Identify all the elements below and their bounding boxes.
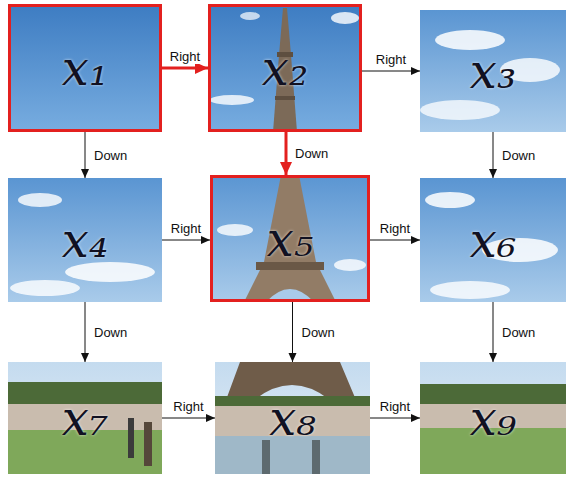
move-label: Down [92,148,129,163]
tower-middle-photo [210,175,370,302]
tile-variable: x₅ [267,215,313,263]
step-arrow [370,240,420,241]
image-tile: x₂ [208,4,362,132]
tile-variable: x₉ [470,394,516,442]
image-tile: x₉ [420,362,566,474]
tile-variable: x₆ [470,216,516,264]
move-label: Right [378,221,412,236]
sky-photo [8,4,162,132]
image-tile: x₃ [420,10,566,132]
cloud-photo [420,178,566,302]
image-tile: x₅ [210,175,370,302]
cloud-photo [8,178,162,302]
tile-variable: x₃ [470,47,516,95]
step-arrow [370,418,420,419]
park-photo [8,362,162,474]
step-arrow [162,418,215,419]
move-label: Down [92,325,129,340]
tile-variable: x₄ [62,216,108,264]
move-label: Right [171,399,205,414]
tile-variable: x₂ [262,44,308,92]
step-arrow [493,132,494,178]
step-arrow [362,71,420,72]
step-arrow [292,302,293,362]
image-tile: x₇ [8,362,162,474]
move-label: Right [378,399,412,414]
step-arrow [85,132,86,178]
move-label: Right [168,49,202,64]
move-label: Down [500,325,537,340]
tile-variable: x₈ [269,394,315,442]
image-tile: x₁ [8,4,162,132]
move-label: Right [169,221,203,236]
path-arrow [285,132,288,175]
move-label: Down [500,148,537,163]
image-tile: x₈ [215,362,370,474]
step-arrow [85,302,86,362]
tower-top-photo [208,4,362,132]
move-label: Right [374,52,408,67]
cloud-photo [420,10,566,132]
park-photo [420,362,566,474]
image-tile: x₄ [8,178,162,302]
step-arrow [493,302,494,362]
step-arrow [162,240,210,241]
tile-variable: x₁ [62,44,108,92]
path-arrow [162,67,208,70]
move-label: Down [300,325,337,340]
tile-variable: x₇ [62,394,108,442]
move-label: Down [293,146,330,161]
image-tile: x₆ [420,178,566,302]
tower-base-photo [215,362,370,474]
